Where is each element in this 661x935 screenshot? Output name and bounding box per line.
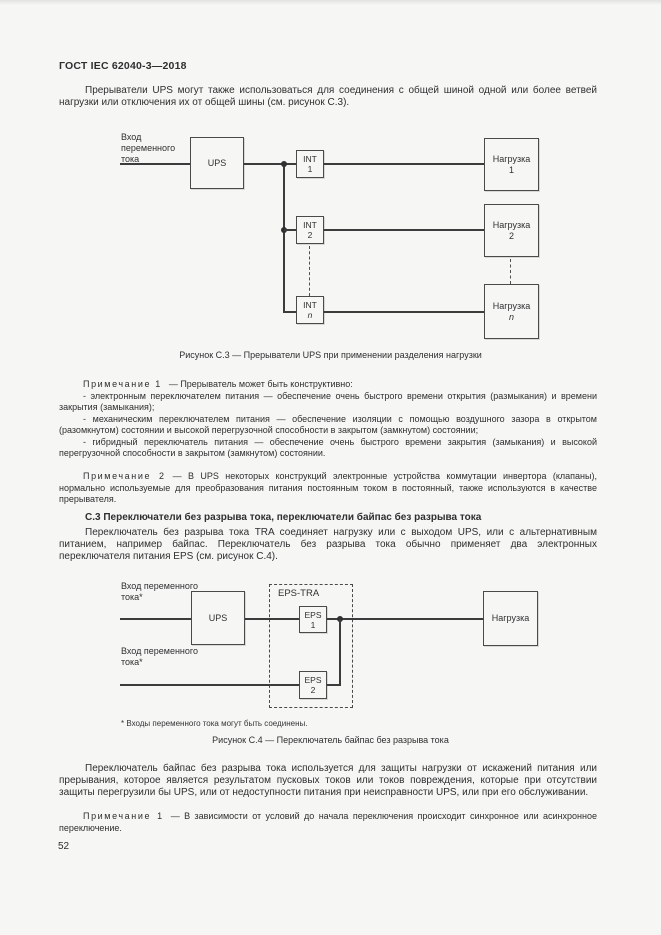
scan-edge-shadow [0, 0, 661, 5]
c4-ups-box: UPS [191, 591, 245, 645]
c3-int2-line1: INT [303, 220, 317, 230]
c3-bus-to-int2-line [284, 229, 296, 231]
c4-eps1-box: EPS 1 [299, 606, 327, 633]
c3-junction-dot-2 [281, 227, 287, 233]
page-number: 52 [58, 841, 70, 852]
c4-input1-line [120, 618, 191, 620]
note1-item-3: - гибридный переключатель питания — обес… [59, 436, 597, 459]
c3-loadn-line2: n [508, 311, 514, 322]
c3-load2-line2: 2 [508, 230, 514, 241]
c4-eps2-out-line [327, 684, 341, 686]
c4-load-label: Нагрузка [491, 613, 530, 623]
c4-eps2-line2: 2 [310, 685, 316, 695]
section-c3-paragraph-block: Переключатель без разрыва тока TRA соеди… [59, 527, 597, 562]
c3-int2-box: INT 2 [296, 216, 324, 244]
c3-int1-line1: INT [303, 154, 317, 164]
c3-load1-line2: 1 [508, 164, 514, 175]
c3-ups-box: UPS [190, 137, 244, 189]
figure-c4-caption: Рисунок С.4 — Переключатель байпас без р… [212, 735, 449, 745]
document-title: ГОСТ IEC 62040-3—2018 [59, 60, 187, 72]
note1-text: — Прерыватель может быть конструктивно: [168, 379, 353, 389]
c3-bus-line [283, 163, 285, 313]
c4-input2-line [120, 684, 299, 686]
c3-int1-to-load1-line [324, 163, 484, 165]
note3-intro: Примечание 1— В зависимости от условий д… [59, 811, 597, 834]
c3-ac-input-label: Вход переменного тока [121, 132, 176, 164]
c3-int1-line2: 1 [307, 164, 313, 174]
c4-eps1-line1: EPS [304, 609, 322, 620]
c4-ups-to-eps1-line [245, 618, 299, 620]
c4-eps-tra-group-box [269, 584, 353, 708]
bypass-paragraph: Переключатель байпас без разрыва тока ис… [59, 763, 597, 798]
c4-load-box: Нагрузка [483, 591, 538, 646]
c4-eps2-riser-line [339, 619, 341, 686]
c3-load1-line1: Нагрузка [492, 153, 531, 164]
c3-intn-box: INT n [296, 296, 324, 324]
c4-ac-input-1-label: Вход переменного тока* [121, 581, 198, 602]
section-c3-heading: С.3 Переключатели без разрыва тока, пере… [85, 512, 482, 523]
note3-block: Примечание 1— В зависимости от условий д… [59, 811, 597, 834]
note1-label: Примечание 1 [83, 379, 162, 389]
c3-ups-label: UPS [207, 157, 227, 168]
note1-item-2: - механическим переключателем питания — … [59, 413, 597, 436]
c3-load-ellipsis-line [510, 259, 511, 284]
c4-eps1-to-load-line [327, 618, 483, 620]
c4-eps2-line1: EPS [304, 675, 322, 685]
c4-eps2-box: EPS 2 [299, 671, 327, 699]
note1-intro: Примечание 1 — Прерыватель может быть кон… [59, 379, 597, 391]
c3-intn-line2: n [307, 310, 313, 320]
note1-block: Примечание 1 — Прерыватель может быть кон… [59, 379, 597, 460]
figure-c3-caption: Рисунок С.3 — Прерыватели UPS при примен… [179, 350, 482, 360]
figure-c4-footnote: * Входы переменного тока могут быть соед… [121, 719, 308, 728]
c3-junction-dot-1 [281, 161, 287, 167]
c3-ups-to-int1-line [244, 163, 296, 165]
c3-int2-line2: 2 [307, 230, 313, 240]
c3-int-ellipsis-line [309, 246, 310, 296]
c4-eps1-line2: 1 [310, 619, 316, 630]
c3-bus-to-intn-line [283, 311, 296, 313]
note3-label: Примечание 1 [83, 811, 164, 821]
c3-int1-box: INT 1 [296, 150, 324, 178]
section-c3-paragraph: Переключатель без разрыва тока TRA соеди… [59, 527, 597, 562]
c3-load2-line1: Нагрузка [492, 219, 531, 230]
note2-block: Примечание 2— В UPS некоторых конструкци… [59, 471, 597, 506]
c3-intn-line1: INT [303, 300, 317, 310]
c3-loadn-box: Нагрузка n [484, 284, 539, 339]
c3-load1-box: Нагрузка 1 [484, 138, 539, 191]
note2-intro: Примечание 2— В UPS некоторых конструкци… [59, 471, 597, 506]
bypass-paragraph-block: Переключатель байпас без разрыва тока ис… [59, 763, 597, 798]
c4-junction-dot [337, 616, 343, 622]
c3-load2-box: Нагрузка 2 [484, 204, 539, 257]
c4-ac-input-2-label: Вход переменного тока* [121, 646, 198, 667]
note2-label: Примечание 2 [83, 471, 166, 481]
c3-int2-to-load2-line [324, 229, 484, 231]
intro-paragraph: Прерыватели UPS могут также использовать… [59, 85, 597, 108]
c4-eps-tra-label: EPS-TRA [276, 588, 322, 599]
intro-paragraph-block: Прерыватели UPS могут также использовать… [59, 85, 597, 109]
c4-ups-label: UPS [208, 612, 228, 623]
note2-text: — В UPS некоторых конструкций электронны… [59, 471, 597, 504]
note3-text: — В зависимости от условий до начала пер… [59, 811, 597, 833]
note1-item-1: - электронным переключателем питания — о… [59, 390, 597, 413]
c3-loadn-line1: Нагрузка [492, 300, 531, 311]
c3-intn-to-loadn-line [324, 311, 484, 313]
c3-input-line [120, 163, 190, 165]
